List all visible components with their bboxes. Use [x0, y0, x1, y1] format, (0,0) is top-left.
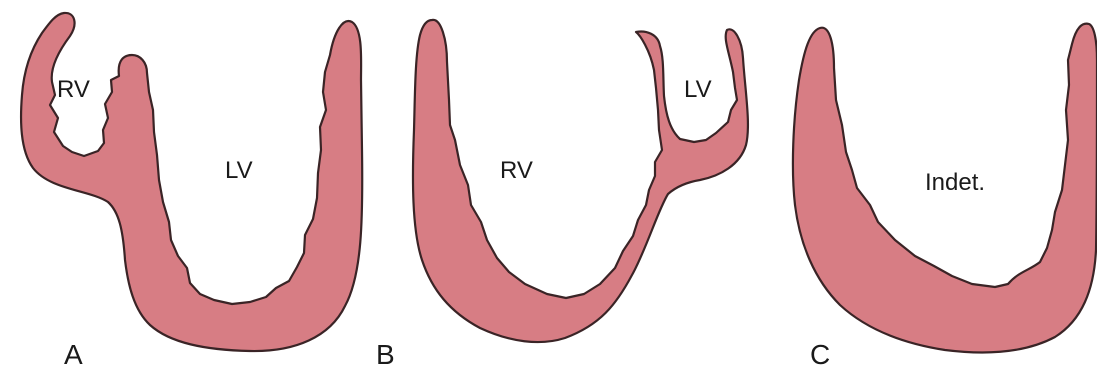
panel-a-myocardium — [21, 13, 362, 351]
panel-a: RV LV A — [21, 13, 362, 369]
panel-b-myocardium — [413, 20, 748, 342]
panel-a-label-lv: LV — [225, 157, 253, 184]
panel-b-label-rv: RV — [500, 157, 533, 184]
panel-c-letter: C — [810, 339, 830, 369]
panel-a-label-rv: RV — [57, 76, 90, 103]
panel-b: RV LV B — [376, 20, 748, 369]
panel-c-label-indeterminate: Indet. — [925, 169, 985, 196]
panel-c: Indet. C — [793, 24, 1097, 369]
panel-a-letter: A — [64, 339, 83, 369]
panel-b-label-lv: LV — [684, 76, 712, 103]
panel-b-letter: B — [376, 339, 395, 369]
